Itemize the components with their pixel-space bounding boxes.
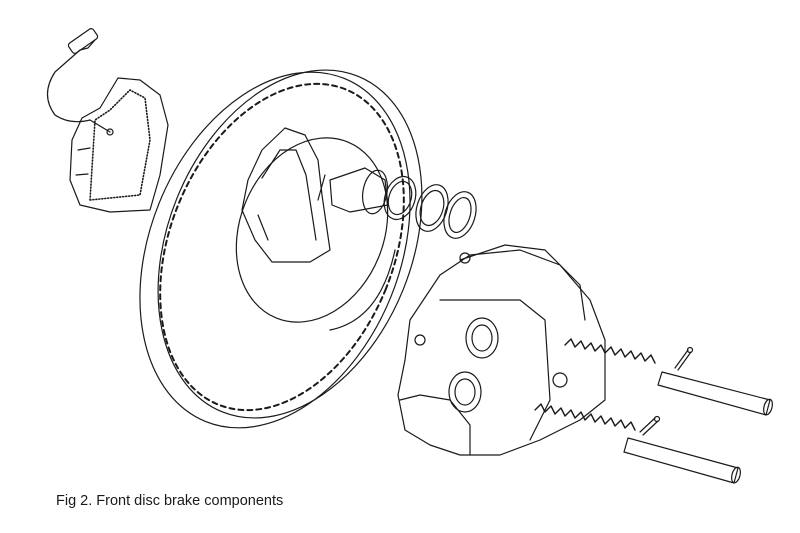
brake-disc (90, 30, 471, 468)
pad-retaining-pins (624, 372, 774, 484)
outer-brake-pad (70, 78, 168, 212)
brake-caliper (398, 245, 605, 455)
split-pins (640, 348, 693, 436)
inner-brake-pad (242, 128, 330, 262)
anti-rattle-springs (535, 339, 655, 430)
piston-seal-rings (379, 172, 482, 242)
figure-caption: Fig 2. Front disc brake components (56, 493, 284, 509)
wear-sensor-wire (48, 27, 114, 135)
